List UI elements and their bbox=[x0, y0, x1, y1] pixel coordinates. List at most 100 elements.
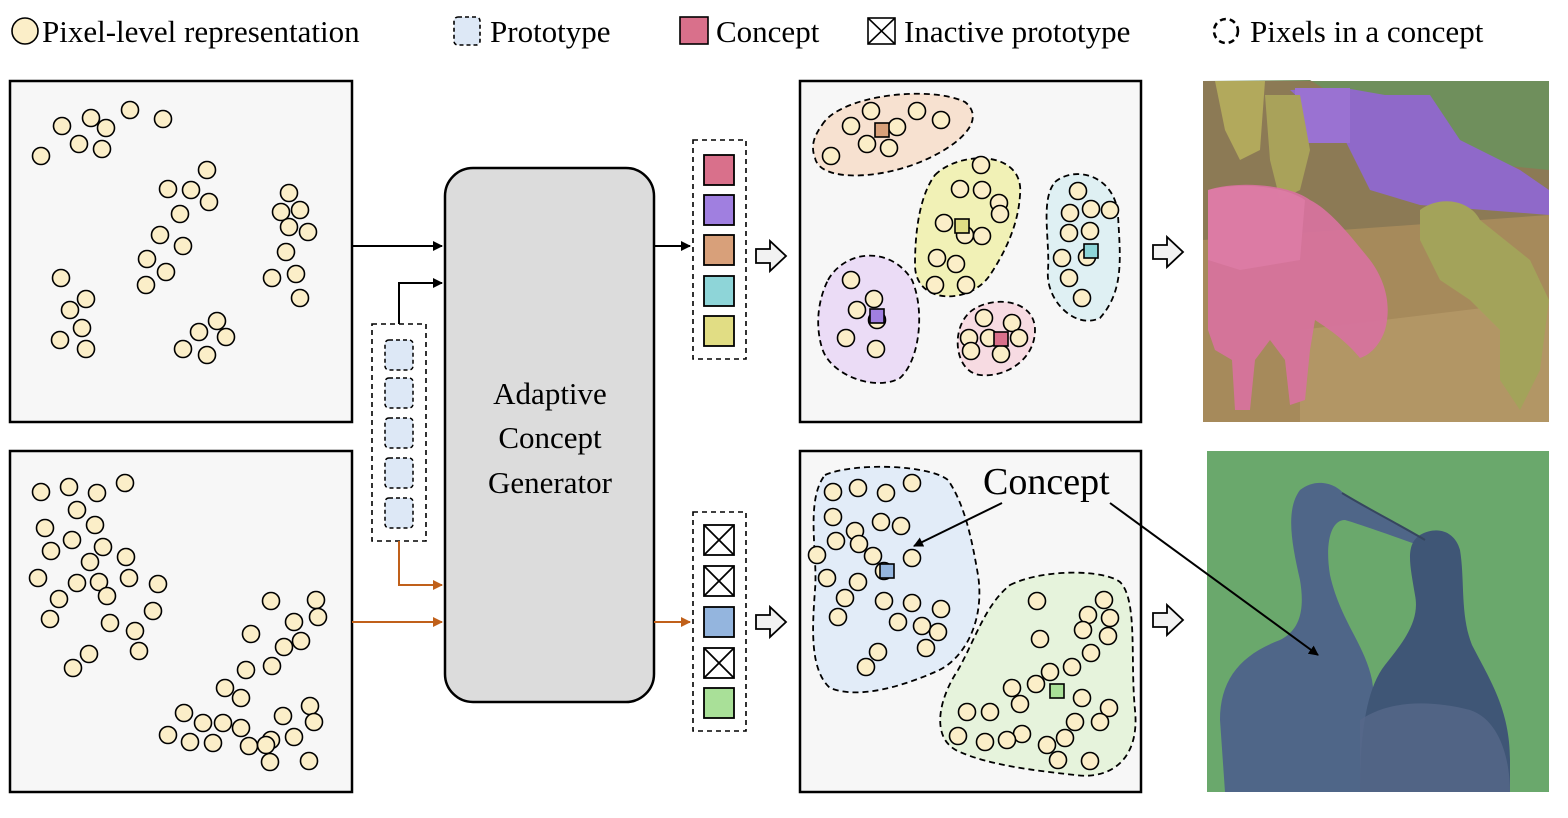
concept-annotation-arrow-left bbox=[913, 502, 1003, 547]
pixel-dot bbox=[876, 483, 896, 503]
pixel-dot bbox=[158, 179, 178, 199]
hollow-arrows bbox=[755, 234, 1185, 640]
pixel-dot bbox=[1100, 608, 1120, 628]
pixel-dot bbox=[156, 262, 176, 282]
pixel-dot bbox=[50, 330, 70, 350]
pixel-dot bbox=[89, 572, 109, 592]
pixel-dot bbox=[1080, 751, 1100, 771]
pixel-dot bbox=[972, 180, 992, 200]
pixel-dot bbox=[997, 730, 1017, 750]
pixel-dot bbox=[284, 612, 304, 632]
pixel-dot bbox=[1027, 591, 1047, 611]
pixel-dot bbox=[1055, 728, 1075, 748]
pixel-dot bbox=[902, 473, 922, 493]
prototype-box bbox=[384, 339, 414, 371]
pixel-dot bbox=[148, 574, 168, 594]
segmentation-result-bottom bbox=[1207, 451, 1549, 792]
hollow-arrow bbox=[755, 604, 788, 640]
pixel-dot bbox=[956, 275, 976, 295]
pixel-dot bbox=[916, 638, 936, 658]
pixel-dot bbox=[957, 702, 977, 722]
pixel-dot bbox=[891, 516, 911, 536]
pixel-dot bbox=[97, 586, 117, 606]
inactive-cross bbox=[703, 647, 735, 679]
concept-box bbox=[703, 687, 735, 719]
pixel-dot bbox=[817, 568, 837, 588]
concept-box bbox=[703, 194, 735, 226]
pixel-dot bbox=[271, 202, 291, 222]
pixel-dot bbox=[1099, 698, 1119, 718]
pixel-dot bbox=[1068, 181, 1088, 201]
pixel-dot bbox=[136, 275, 156, 295]
pixel-dot bbox=[308, 607, 328, 627]
pixel-dot bbox=[67, 500, 87, 520]
pixel-dot bbox=[284, 727, 304, 747]
pixel-dot bbox=[879, 138, 899, 158]
pixel-dot bbox=[828, 607, 848, 627]
pixel-dot bbox=[69, 134, 89, 154]
pixel-dot bbox=[300, 696, 320, 716]
pixel-dot bbox=[841, 270, 861, 290]
generator-input-arrows bbox=[352, 241, 443, 627]
pixel-dot bbox=[291, 631, 311, 651]
pixel-dot bbox=[1002, 313, 1022, 333]
pixel-dot bbox=[1081, 199, 1101, 219]
pixel-dot bbox=[262, 656, 282, 676]
pixel-dot bbox=[62, 530, 82, 550]
pixel-dot bbox=[115, 473, 135, 493]
pixel-dot bbox=[274, 637, 294, 657]
pixel-dot bbox=[807, 545, 827, 565]
pixel-dot bbox=[306, 590, 326, 610]
prototype-box bbox=[384, 497, 414, 529]
concept-stack-top bbox=[692, 139, 747, 360]
pixel-dot bbox=[1090, 712, 1110, 732]
segmentation-result-top bbox=[1203, 80, 1549, 422]
pixel-dot bbox=[119, 568, 139, 588]
pixel-dot bbox=[1100, 200, 1120, 220]
input-panel-top-pixels bbox=[31, 100, 318, 365]
prototype-stack bbox=[371, 323, 427, 542]
pixel-dot bbox=[835, 588, 855, 608]
concept-annotation-label: Concept bbox=[983, 461, 1110, 503]
pixel-dot bbox=[207, 311, 227, 331]
pixel-dot bbox=[304, 712, 324, 732]
pixel-dot bbox=[950, 179, 970, 199]
pixel-dot bbox=[260, 752, 280, 772]
pixel-dot bbox=[975, 732, 995, 752]
pixel-dot bbox=[1073, 620, 1093, 640]
legend-inactive-label: Inactive prototype bbox=[904, 14, 1130, 49]
pixel-dot bbox=[216, 327, 236, 347]
concept-box bbox=[703, 315, 735, 347]
pixel-dot bbox=[153, 109, 173, 129]
pixel-dot bbox=[874, 591, 894, 611]
pixel-dot bbox=[887, 117, 907, 137]
pixel-dot bbox=[1080, 221, 1100, 241]
legend-inactive-icon bbox=[867, 17, 896, 45]
pixel-dot bbox=[972, 226, 992, 246]
pixel-dot bbox=[823, 507, 843, 527]
concept-stack-bottom bbox=[692, 511, 747, 732]
pixel-dot bbox=[193, 713, 213, 733]
pixel-dot bbox=[847, 300, 867, 320]
legend-prototype-icon bbox=[453, 16, 481, 46]
concept-center bbox=[879, 563, 895, 579]
pixel-dot bbox=[836, 328, 856, 348]
pixel-dot bbox=[279, 217, 299, 237]
pixel-dot bbox=[120, 100, 140, 120]
pixel-dot bbox=[1009, 328, 1029, 348]
pixel-dot bbox=[907, 101, 927, 121]
pixel-dot bbox=[946, 254, 966, 274]
pixel-dot bbox=[125, 621, 145, 641]
pixel-dot bbox=[100, 613, 120, 633]
pixel-dot bbox=[934, 213, 954, 233]
pixel-dot bbox=[31, 146, 51, 166]
pixel-dot bbox=[925, 275, 945, 295]
pixel-dot bbox=[1048, 750, 1068, 770]
pixel-dot bbox=[60, 300, 80, 320]
pixel-dot bbox=[231, 718, 251, 738]
pixel-dot bbox=[197, 345, 217, 365]
pixel-dot bbox=[1002, 678, 1022, 698]
pixel-dot bbox=[868, 642, 888, 662]
cluster-panel-bottom-pixels bbox=[807, 473, 1120, 771]
legend-pixels-in-concept-icon bbox=[1212, 17, 1240, 45]
